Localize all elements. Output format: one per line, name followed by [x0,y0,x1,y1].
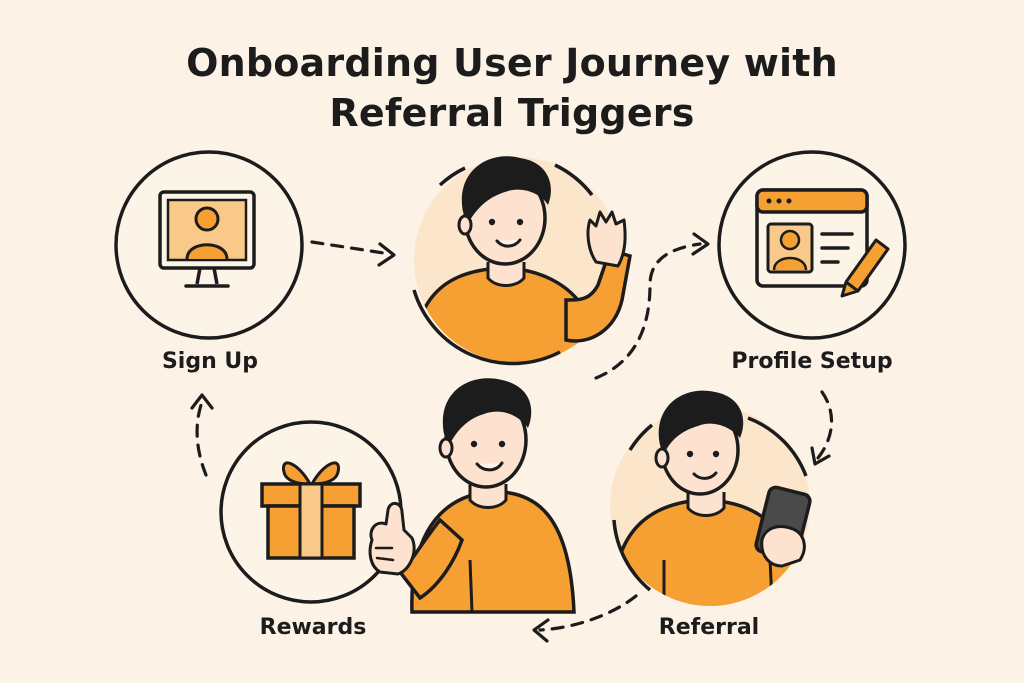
thumbs-up-person-illustration [368,378,576,614]
gift-box-icon [260,461,362,560]
step-label-sign-up: Sign Up [161,349,259,374]
arrowhead-5 [190,393,214,410]
profile-form-pencil-icon [755,188,890,298]
arrowhead-3 [810,446,831,466]
arrow-signup-to-greet [310,240,392,256]
title-line-2: Referral Triggers [329,91,695,135]
arrow-greet-to-profile [594,242,702,380]
step-rewards-node [219,420,403,604]
diagram-title: Onboarding User Journey with Referral Tr… [0,38,1024,138]
arrowhead-1 [377,242,396,267]
step-profile-setup-node [717,150,907,340]
step-referral-node [610,390,812,606]
arrow-referral-to-rewards [538,594,638,632]
step-greet-node [412,156,633,366]
arrowhead-4 [532,618,550,643]
step-label-profile-setup: Profile Setup [731,349,893,374]
step-sign-up-node [114,150,304,340]
step-label-rewards: Rewards [259,615,367,640]
step-label-referral: Referral [658,615,760,640]
arrowhead-2 [691,232,710,256]
arrow-profile-to-referral [816,390,834,460]
arrow-rewards-to-signup [195,400,208,477]
monitor-user-icon [158,190,256,288]
title-line-1: Onboarding User Journey with [186,41,838,85]
